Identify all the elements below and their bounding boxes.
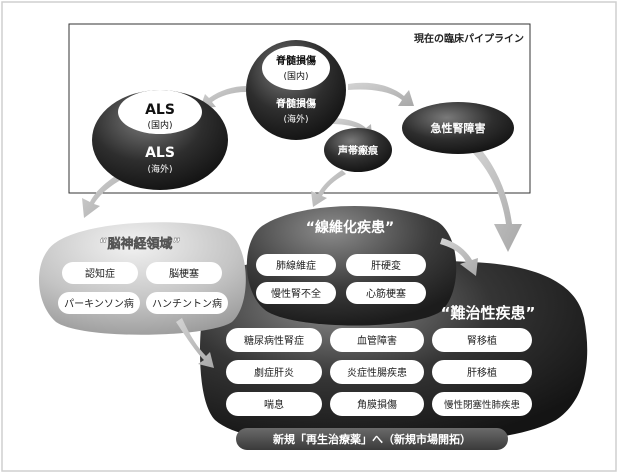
brain-item-parkinson: パーキンソン病 — [64, 297, 134, 310]
node-vocal: 声帯瘢痕 — [324, 128, 392, 172]
node-als: ALS (国内) ALS (海外) — [92, 90, 228, 190]
intractable-title: “難治性疾患” — [441, 304, 536, 322]
arrow-kidney-to-intractable — [470, 146, 522, 252]
spine-domestic-label: 脊髄損傷 — [275, 54, 316, 67]
spine-domestic-sub: (国内) — [283, 70, 308, 82]
als-domestic-label: ALS — [145, 102, 175, 118]
intractable-item-2: 腎移植 — [467, 334, 497, 347]
fibrosis-item-kidney: 慢性腎不全 — [271, 287, 321, 300]
intractable-item-6: 喘息 — [264, 398, 284, 411]
spine-overseas-sub: (海外) — [283, 113, 308, 125]
arrow-brain-to-intractable — [176, 318, 214, 368]
intractable-item-0: 糖尿病性腎症 — [244, 334, 304, 347]
fibrosis-title: “線維化疾患” — [306, 219, 394, 236]
als-domestic-sub: (国内) — [147, 119, 172, 131]
arrows — [82, 82, 522, 368]
intractable-item-4: 炎症性腸疾患 — [347, 366, 407, 379]
arrow-spine-to-kidney — [348, 82, 414, 106]
arrow-spine-to-als — [200, 86, 246, 108]
intractable-item-3: 劇症肝炎 — [254, 366, 294, 379]
fibrosis-items: 肺線維症 肝硬変 慢性腎不全 心筋梗塞 — [256, 254, 426, 304]
kidney-label: 急性腎障害 — [431, 121, 486, 135]
intractable-item-5: 肝移植 — [467, 366, 497, 379]
fibrosis-item-lung: 肺線維症 — [276, 259, 316, 272]
node-spine: 脊髄損傷 (国内) 脊髄損傷 (海外) — [246, 40, 346, 140]
arrow-fibrosis-to-intractable — [440, 238, 478, 276]
intractable-item-7: 角膜損傷 — [357, 398, 397, 411]
fibrosis-item-liver: 肝硬変 — [371, 259, 401, 272]
footer-label: 新規「再生治療薬」へ（新規市場開拓） — [273, 432, 471, 446]
spine-overseas-label: 脊髄損傷 — [275, 97, 316, 110]
als-overseas-sub: (海外) — [147, 163, 172, 175]
arrow-als-to-brain — [82, 170, 128, 218]
intractable-item-8: 慢性閉塞性肺疾患 — [444, 399, 520, 411]
brain-item-stroke: 脳梗塞 — [169, 267, 199, 280]
pipeline-title: 現在の臨床パイプライン — [414, 32, 524, 45]
brain-item-dementia: 認知症 — [85, 267, 115, 280]
fibrosis-item-heart: 心筋梗塞 — [366, 287, 406, 300]
brain-items: 認知症 脳梗塞 パーキンソン病 ハンチントン病 — [58, 262, 228, 314]
footer-bar: 新規「再生治療薬」へ（新規市場開拓） — [236, 428, 508, 450]
als-overseas-label: ALS — [145, 145, 175, 161]
brain-item-huntington: ハンチントン病 — [152, 297, 222, 310]
intractable-items: 糖尿病性腎症 血管障害 腎移植 劇症肝炎 炎症性腸疾患 肝移植 喘息 角膜損傷 … — [226, 328, 532, 416]
node-kidney: 急性腎障害 — [402, 102, 514, 154]
brain-title: “脳神経領域” — [99, 236, 181, 252]
arrow-vocal-to-fibrosis — [311, 170, 346, 207]
vocal-label: 声帯瘢痕 — [337, 144, 379, 157]
intractable-item-1: 血管障害 — [357, 334, 397, 347]
